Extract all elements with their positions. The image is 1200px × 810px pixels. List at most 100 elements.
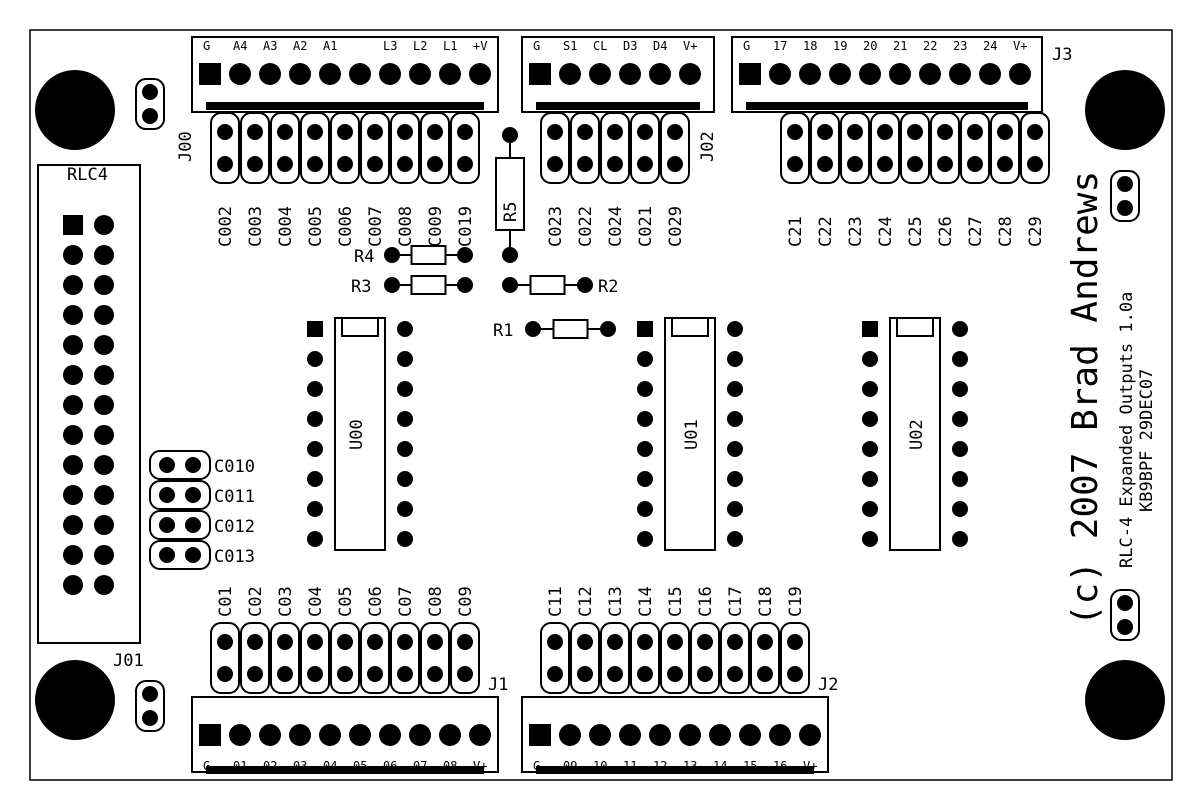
pad xyxy=(877,156,893,172)
pad xyxy=(727,441,743,457)
top-connector-2-bar xyxy=(536,102,700,110)
pad xyxy=(952,411,968,427)
pad xyxy=(63,365,83,385)
bottom-connector-2-pin-label: V+ xyxy=(803,759,817,773)
pad xyxy=(1117,176,1133,192)
bottom-connector-2-pin-label: 15 xyxy=(743,759,757,773)
pad xyxy=(289,724,311,746)
header-j3-pair xyxy=(960,112,990,184)
top-connector-2-pin-label: V+ xyxy=(683,39,697,53)
pad xyxy=(469,63,491,85)
j3-label: J3 xyxy=(1052,45,1072,65)
pad xyxy=(862,501,878,517)
pad xyxy=(217,666,233,682)
j00-label: J00 xyxy=(176,131,196,162)
pad xyxy=(727,381,743,397)
pad xyxy=(307,634,323,650)
pad xyxy=(859,63,881,85)
pad xyxy=(63,545,83,565)
header-j02-label: C023 xyxy=(546,206,566,247)
pad xyxy=(457,124,473,140)
header-j2-label: C15 xyxy=(666,586,686,617)
bottom-connector-1-pin-label: G xyxy=(203,759,210,773)
header-j1-pair xyxy=(270,622,300,694)
pad xyxy=(63,245,83,265)
top-connector-2-pin-label: D3 xyxy=(623,39,637,53)
pad xyxy=(94,515,114,535)
header-j3-label: C22 xyxy=(816,216,836,247)
header-j2-pair xyxy=(720,622,750,694)
pad xyxy=(307,531,323,547)
top-connector-2-pin-label: D4 xyxy=(653,39,667,53)
pad xyxy=(847,156,863,172)
jumper-right-top xyxy=(1110,170,1140,222)
top-connector-2-pin-label: G xyxy=(533,39,540,53)
top-connector-1-pin-label: A3 xyxy=(263,39,277,53)
top-connector-2-pin-label: CL xyxy=(593,39,607,53)
header-j3-label: C25 xyxy=(906,216,926,247)
pad xyxy=(769,63,791,85)
pad xyxy=(757,666,773,682)
pad xyxy=(457,156,473,172)
header-j1-label: C08 xyxy=(426,586,446,617)
bottom-connector-1-pin-label: 04 xyxy=(323,759,337,773)
square-pad xyxy=(63,215,83,235)
header-j2-label: C13 xyxy=(606,586,626,617)
pad xyxy=(799,63,821,85)
j02-label: J02 xyxy=(698,131,718,162)
pad xyxy=(319,63,341,85)
top-connector-3-bar xyxy=(746,102,1028,110)
header-j00-label: C002 xyxy=(216,206,236,247)
header-j1-label: C03 xyxy=(276,586,296,617)
header-j3-label: C29 xyxy=(1026,216,1046,247)
pad xyxy=(63,425,83,445)
pad xyxy=(159,547,175,563)
j1-label: J1 xyxy=(488,675,508,695)
pad xyxy=(817,124,833,140)
bottom-connector-1-pin-label: 03 xyxy=(293,759,307,773)
bottom-connector-2-pin-label: 16 xyxy=(773,759,787,773)
header-j1-pair xyxy=(300,622,330,694)
pad xyxy=(217,634,233,650)
pad xyxy=(637,441,653,457)
header-j00-label: C003 xyxy=(246,206,266,247)
pad xyxy=(949,63,971,85)
header-j1-label: C05 xyxy=(336,586,356,617)
pad xyxy=(739,724,761,746)
pad xyxy=(307,124,323,140)
header-j2-pair xyxy=(630,622,660,694)
pad xyxy=(307,666,323,682)
pad xyxy=(649,63,671,85)
pad xyxy=(427,634,443,650)
pad xyxy=(307,501,323,517)
pad xyxy=(337,634,353,650)
top-connector-1-pin-label: A1 xyxy=(323,39,337,53)
header-j2-label: C17 xyxy=(726,586,746,617)
ic-u01-notch xyxy=(671,318,709,337)
header-j1-label: C04 xyxy=(306,586,326,617)
header-j1-label: C06 xyxy=(366,586,386,617)
bottom-connector-1-pin-label: 02 xyxy=(263,759,277,773)
bottom-connector-1-pin-label: 07 xyxy=(413,759,427,773)
header-j1-pair xyxy=(420,622,450,694)
pad xyxy=(757,634,773,650)
pad xyxy=(1117,200,1133,216)
pad xyxy=(559,724,581,746)
header-j02-label: C022 xyxy=(576,206,596,247)
pad xyxy=(997,124,1013,140)
pad xyxy=(547,124,563,140)
side-jumper-label: C012 xyxy=(214,517,255,537)
header-j2-pair xyxy=(690,622,720,694)
rlc4-header-outline xyxy=(37,164,141,644)
pad xyxy=(63,515,83,535)
bottom-connector-2-pin-label: 13 xyxy=(683,759,697,773)
pad xyxy=(547,634,563,650)
pad xyxy=(1009,63,1031,85)
header-j2-label: C18 xyxy=(756,586,776,617)
pad xyxy=(397,351,413,367)
pad xyxy=(637,124,653,140)
resistor-r2-body xyxy=(529,275,566,295)
pad xyxy=(142,710,158,726)
pad xyxy=(619,724,641,746)
